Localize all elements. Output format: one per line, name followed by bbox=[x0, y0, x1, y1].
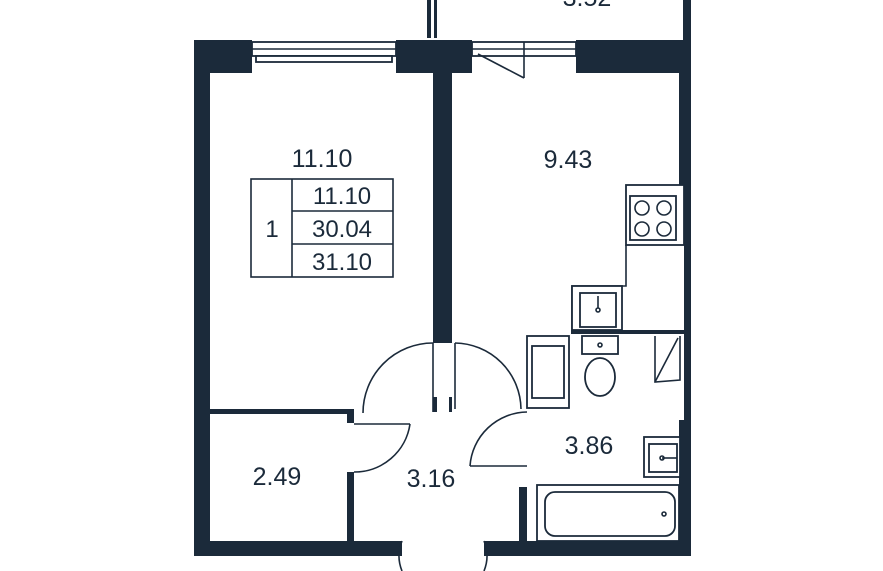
balcony: 3.52 bbox=[427, 0, 691, 40]
storage-area-label: 2.49 bbox=[253, 463, 302, 491]
washing-machine-icon bbox=[526, 335, 570, 409]
total-area-value: 30.04 bbox=[312, 216, 372, 243]
washbasin-icon bbox=[643, 436, 681, 478]
balcony-area-label: 3.52 bbox=[563, 0, 612, 12]
living-room-area-label: 11.10 bbox=[292, 145, 353, 173]
toilet-icon bbox=[581, 335, 619, 397]
interior-walls bbox=[194, 70, 684, 547]
kitchen-area-label: 9.43 bbox=[544, 146, 593, 174]
bathroom-area-label: 3.86 bbox=[565, 432, 614, 460]
stove-icon bbox=[625, 184, 685, 246]
window-icon bbox=[471, 41, 577, 79]
kitchen-sink-icon bbox=[571, 285, 623, 331]
outer-walls bbox=[194, 40, 691, 556]
total-with-balcony-value: 31.10 bbox=[312, 249, 372, 276]
hallway-area-label: 3.16 bbox=[407, 465, 456, 493]
living-area-value: 11.10 bbox=[313, 183, 371, 210]
window-icon bbox=[251, 41, 397, 63]
rooms-count: 1 bbox=[265, 216, 278, 243]
area-summary-table: 1 11.10 30.04 31.10 bbox=[250, 178, 394, 278]
door-swing-icon bbox=[353, 342, 528, 571]
shower-panel bbox=[654, 336, 681, 383]
bathtub-icon bbox=[536, 484, 680, 542]
